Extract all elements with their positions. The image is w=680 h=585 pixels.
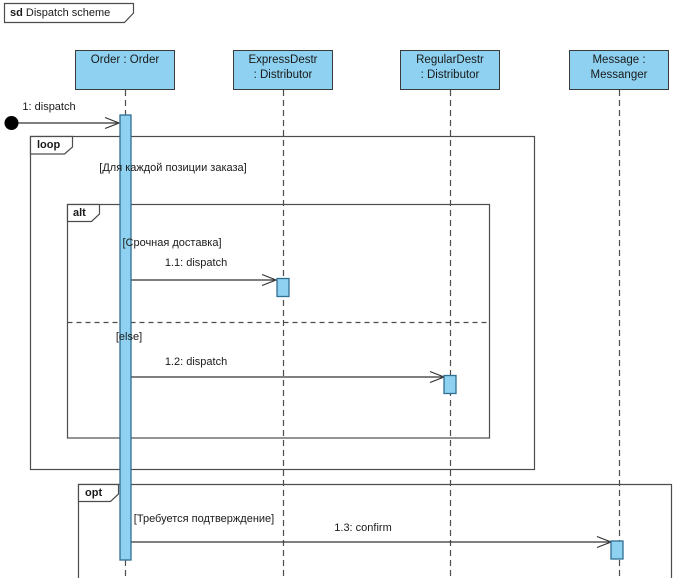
message-1-1-label: 1.1: dispatch [164, 257, 228, 269]
lifeline-head-label: Order : Order [90, 54, 160, 66]
activation-message [610, 540, 624, 560]
loop-operator-pentagon [29, 135, 74, 155]
lifeline-head-label: ExpressDestr [248, 54, 318, 66]
found-message-endpoint-icon [4, 116, 19, 130]
opt-fragment-frame [77, 483, 673, 578]
lifeline-head-message: Message : Messanger [569, 50, 669, 90]
lifeline-head-label: Messanger [590, 69, 648, 81]
loop-fragment-frame [29, 135, 536, 471]
alt-guard: [Срочная доставка] [122, 237, 222, 249]
opt-operator-pentagon [77, 483, 120, 503]
alt-else-guard: [else] [115, 331, 143, 343]
frame-title-pentagon [3, 2, 135, 24]
message-1-1-arrowhead-icon [261, 273, 278, 287]
lifeline-head-label: Message : [592, 54, 646, 66]
alt-fragment-frame [66, 203, 491, 439]
opt-operator-label: opt [85, 487, 103, 499]
loop-guard: [Для каждой позиции заказа] [99, 162, 247, 174]
lifeline-head-regulardestr: RegularDestr : Distributor [400, 50, 500, 90]
diagram-title: sd Dispatch scheme [10, 7, 110, 20]
message-1-2-label: 1.2: dispatch [164, 356, 228, 368]
activation-regulardestr [443, 374, 457, 395]
lifeline-head-expressdestr: ExpressDestr : Distributor [233, 50, 333, 90]
diagram-title-name: Dispatch scheme [25, 7, 111, 19]
lifeline-head-label: : Distributor [253, 69, 313, 81]
message-1-arrowhead-icon [104, 116, 121, 130]
lifeline-head-order: Order : Order [75, 50, 175, 90]
activation-order [119, 114, 132, 561]
activation-expressdestr [276, 277, 290, 298]
message-1-3-label: 1.3: confirm [334, 522, 392, 534]
diagram-title-keyword: sd [10, 7, 23, 19]
lifeline-head-label: RegularDestr [416, 54, 484, 66]
alt-operator-pentagon [66, 203, 101, 223]
opt-guard: [Требуется подтверждение] [133, 513, 275, 525]
message-1-label: 1: dispatch [22, 101, 76, 113]
loop-operator-label: loop [37, 139, 61, 151]
alt-operator-label: alt [73, 207, 86, 219]
lifeline-head-label: : Distributor [420, 69, 480, 81]
